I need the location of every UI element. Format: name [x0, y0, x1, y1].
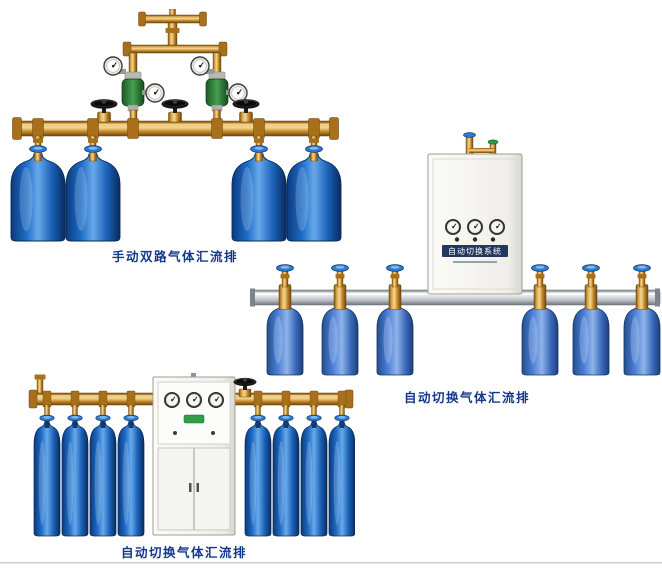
- cylinder-valve-handle-icon: [306, 414, 322, 422]
- product-caption-manual-dual: 手动双路气体汇流排: [111, 249, 239, 264]
- cabinet-subtext-line: [453, 261, 497, 263]
- cabinet-door-left: [157, 447, 194, 531]
- gas-bottle: [321, 302, 359, 376]
- pipe-tee-fitting: [127, 118, 139, 139]
- gas-cylinder: [328, 422, 355, 537]
- right-pressure-regulator: [190, 56, 248, 123]
- door-handle-icon: [189, 483, 192, 492]
- indicator-knob-icon: [490, 237, 496, 242]
- cabinet-inlet-pipes: [463, 132, 499, 156]
- gas-cylinder: [89, 422, 117, 537]
- bottle-valve-handle-icon: [331, 264, 349, 272]
- cylinder-valve-handle-icon: [84, 145, 102, 153]
- gas-cylinder: [10, 153, 66, 242]
- cabinet-knob-icon: [211, 431, 215, 435]
- valve-handwheel-icon: [232, 99, 260, 109]
- gas-bottle: [572, 302, 610, 376]
- bottle-valve-handle-icon: [633, 264, 651, 272]
- cylinder-valve-handle-icon: [334, 414, 350, 422]
- manifold-shutoff-valves: [90, 99, 260, 123]
- bottom-divider: [0, 562, 662, 564]
- gas-cylinder: [65, 153, 121, 242]
- auto-switch-wall-illustration: 自动切换系统: [250, 132, 661, 376]
- cylinder-valves: [29, 145, 323, 162]
- valve-handwheel-icon: [233, 377, 257, 387]
- cylinder-valve-handle-icon: [29, 145, 47, 153]
- cylinder-valve-handle-icon: [250, 414, 266, 422]
- gas-bottle: [623, 302, 661, 376]
- cabinet-green-label: [183, 414, 205, 424]
- gas-bottle: [521, 302, 559, 376]
- product-caption-auto-switch-floor: 自动切换气体汇流排: [120, 545, 248, 560]
- door-handle-icon: [196, 483, 199, 492]
- cabinet-knob-icon: [173, 431, 177, 435]
- gas-cylinder: [300, 422, 328, 537]
- product-caption-auto-switch-wall: 自动切换气体汇流排: [403, 390, 531, 405]
- cabinet-label-plate: [442, 245, 508, 257]
- inlet-valve-handle-icon: [463, 132, 476, 138]
- valve-handwheel-icon: [161, 99, 189, 109]
- valve-handwheel-icon: [90, 99, 118, 109]
- cylinder-drop-pipes: [44, 404, 345, 418]
- cylinder-valves: [39, 414, 350, 428]
- cylinder-valve-handle-icon: [39, 414, 55, 422]
- cylinder-valve-handle-icon: [278, 414, 294, 422]
- bottle-valve-handle-icon: [582, 264, 600, 272]
- manifold-shutoff-valve: [233, 377, 257, 398]
- gas-bottle: [376, 302, 414, 376]
- bottle-valve-handle-icon: [276, 264, 294, 272]
- gas-bottles: [266, 302, 661, 376]
- gas-cylinder: [244, 422, 272, 537]
- gas-cylinder: [117, 422, 145, 537]
- cabinet-gauge-icon: [207, 391, 225, 409]
- indicator-knob-icon: [472, 237, 478, 242]
- cylinder-valve-handle-icon: [123, 414, 139, 422]
- gas-cylinder: [33, 422, 61, 537]
- control-cabinet: 自动切换系统: [427, 153, 523, 295]
- bottle-connections: [276, 264, 651, 310]
- cabinet-label: 自动切换系统: [448, 246, 502, 256]
- bottle-valve-handle-icon: [386, 264, 404, 272]
- pipe-tee-fitting: [32, 118, 44, 139]
- pressure-gauge-icon: [145, 83, 165, 103]
- pipe-tee-fitting: [211, 118, 223, 139]
- cylinder-drop-pipes: [33, 135, 319, 149]
- cabinet-top-stub: [191, 373, 196, 378]
- gas-cylinder: [61, 422, 89, 537]
- auto-switch-floor-illustration: [28, 373, 355, 537]
- gas-bottle: [266, 302, 304, 376]
- indicator-knob-icon: [454, 237, 460, 242]
- cabinet-gauge-icon: [185, 391, 203, 409]
- cabinet-gauge-icon: [466, 218, 484, 236]
- manual-dual-manifold-illustration: [10, 9, 342, 242]
- pressure-gauge-icon: [103, 56, 123, 76]
- control-cabinet: [152, 373, 236, 536]
- cylinder-valve-handle-icon: [95, 414, 111, 422]
- pipe-tee-fitting: [87, 118, 99, 139]
- gas-cylinder: [272, 422, 300, 537]
- pressure-gauge-icon: [190, 56, 210, 76]
- left-pressure-regulator: [103, 56, 165, 123]
- cylinder-valve-handle-icon: [67, 414, 83, 422]
- cabinet-gauge-icon: [444, 218, 462, 236]
- manifold-pipe: [28, 374, 354, 409]
- cabinet-door-right: [194, 447, 231, 531]
- inlet-header-pipes: [122, 9, 228, 75]
- cabinet-gauge-icon: [488, 218, 506, 236]
- cabinet-gauge-icon: [163, 391, 181, 409]
- inlet-valve-handle-icon: [487, 139, 499, 145]
- bottle-valve-handle-icon: [531, 264, 549, 272]
